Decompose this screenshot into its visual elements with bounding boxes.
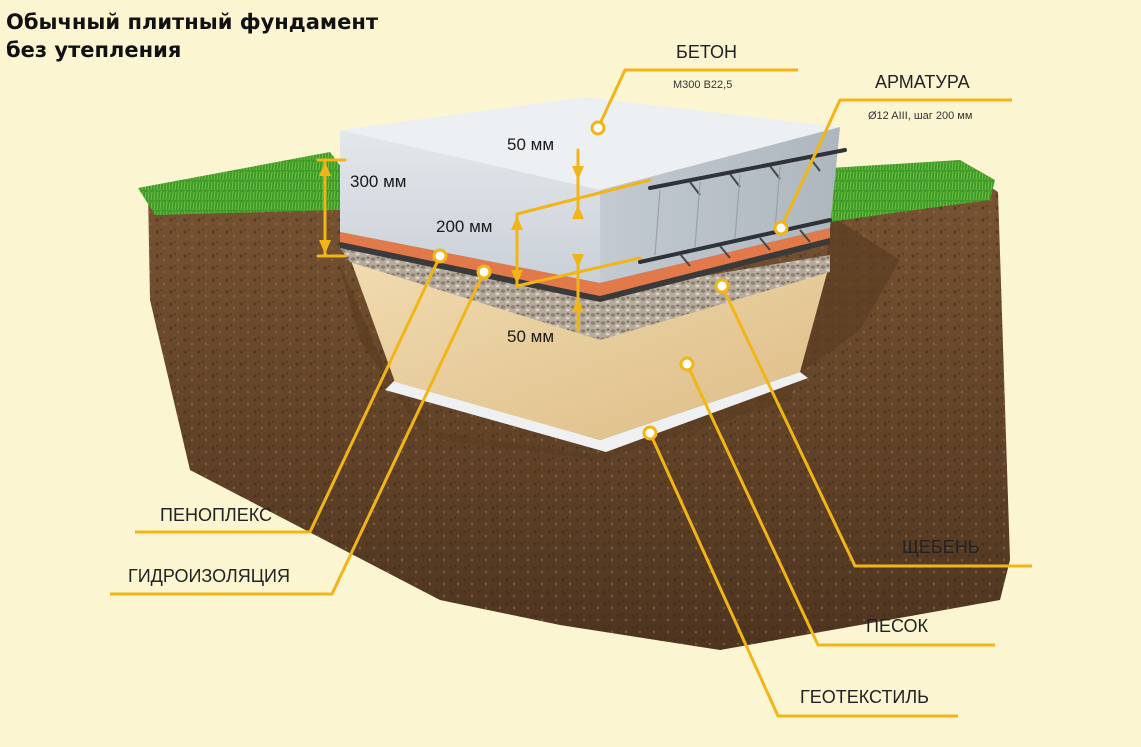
dimension-200mm: 200 мм — [436, 217, 493, 236]
label-rebar-spec: Ø12 AIII, шаг 200 мм — [868, 110, 973, 122]
label-concrete-grade: М300 В22,5 — [673, 79, 733, 91]
diagram-title: Обычный плитный фундамент без утепления — [6, 8, 378, 64]
label-gravel: ЩЕБЕНЬ — [902, 537, 980, 557]
label-rebar: АРМАТУРА — [875, 72, 970, 92]
label-geotextile: ГЕОТЕКСТИЛЬ — [800, 687, 929, 707]
rebar-ties — [679, 157, 821, 267]
callout-dots — [432, 120, 789, 441]
concrete-top — [340, 97, 840, 190]
label-waterproofing: ГИДРОИЗОЛЯЦИЯ — [128, 566, 290, 586]
dimension-arrows — [319, 162, 584, 312]
title-line-2: без утепления — [6, 38, 182, 62]
concrete-front — [340, 130, 600, 283]
title-line-1: Обычный плитный фундамент — [6, 10, 379, 34]
grass-right — [830, 160, 995, 222]
geotextile-layer — [385, 372, 808, 452]
grass-left — [138, 152, 342, 215]
dimension-300mm: 300 мм — [350, 172, 407, 191]
label-penoplex: ПЕНОПЛЕКС — [160, 505, 272, 525]
label-concrete: БЕТОН — [676, 42, 738, 62]
callout-leaders — [110, 68, 1032, 718]
pit-wall — [338, 215, 900, 460]
dimension-50mm-bottom: 50 мм — [507, 327, 555, 346]
dimension-50mm-top: 50 мм — [507, 135, 555, 154]
label-sand: ПЕСОК — [866, 616, 929, 636]
rebar-verticals — [654, 165, 781, 256]
